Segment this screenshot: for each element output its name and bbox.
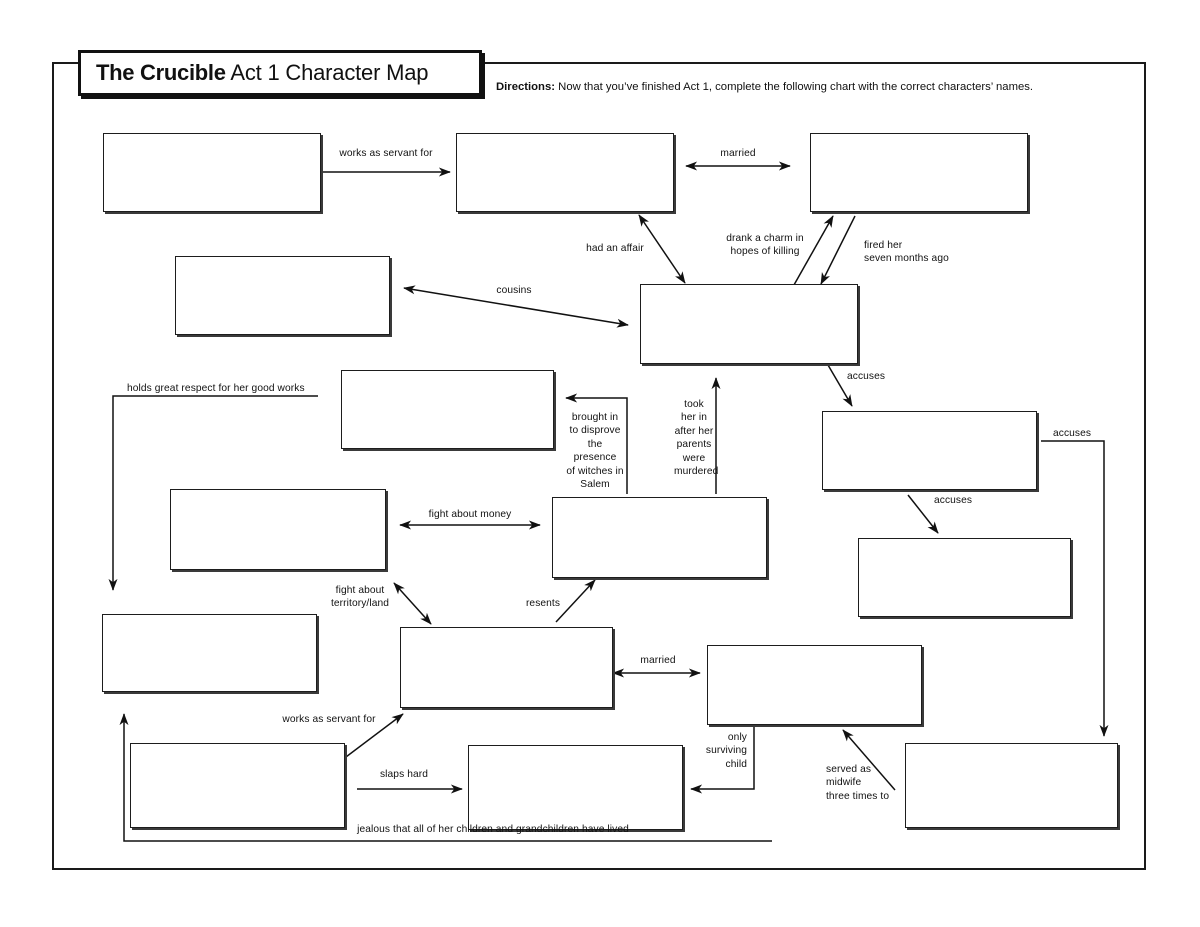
directions-label: Directions: [496,81,556,93]
label-works-as-servant-for-top: works as servant for [339,148,433,159]
label-works-as-servant-for-bottom: works as servant for [282,714,376,725]
title-bold: The Crucible [96,60,226,85]
character-box-2[interactable] [456,133,674,212]
label-cousins: cousins [496,285,532,296]
label-accuses-1: accuses [847,371,886,382]
character-box-16[interactable] [905,743,1118,828]
character-box-11[interactable] [102,614,317,692]
label-slaps-hard: slaps hard [379,769,428,780]
label-jealous: jealous that all of her children and gra… [357,824,629,835]
character-box-15[interactable] [468,745,683,830]
label-fight-about-money: fight about money [428,509,512,520]
label-drank-a-charm: drank a charm in hopes of killing [726,233,804,257]
label-married-bottom: married [640,655,676,666]
character-box-1[interactable] [103,133,321,212]
label-married-top: married [720,148,756,159]
label-served-as-midwife: served as midwife three times to [826,764,890,802]
title-rest: Act 1 Character Map [225,60,429,85]
label-had-an-affair: had an affair [586,243,644,254]
character-box-5[interactable] [640,284,858,364]
character-box-6[interactable] [341,370,554,449]
character-box-4[interactable] [175,256,390,335]
character-box-14[interactable] [130,743,345,828]
character-box-13[interactable] [707,645,922,725]
character-box-9[interactable] [552,497,767,578]
character-box-10[interactable] [858,538,1071,617]
character-box-12[interactable] [400,627,613,708]
character-box-7[interactable] [170,489,386,570]
directions-text: Now that you’ve finished Act 1, complete… [555,81,1034,93]
label-took-her-in: took her in after her parents were murde… [674,399,719,478]
character-box-8[interactable] [822,411,1037,490]
label-only-surviving-child: only surviving child [705,732,747,770]
label-accuses-3: accuses [1053,428,1092,439]
label-resents: resents [525,598,561,609]
worksheet-title-plate: The Crucible Act 1 Character Map [78,50,482,96]
label-fired-her: fired her seven months ago [864,240,949,264]
label-accuses-2: accuses [934,495,973,506]
character-box-3[interactable] [810,133,1028,212]
label-brought-in-to-disprove: brought in to disprove the presence of w… [566,412,624,491]
directions: Directions: Now that you’ve finished Act… [496,80,1146,94]
label-fight-about-territory: fight about territory/land [330,585,390,609]
label-holds-great-respect: holds great respect for her good works [127,383,305,394]
